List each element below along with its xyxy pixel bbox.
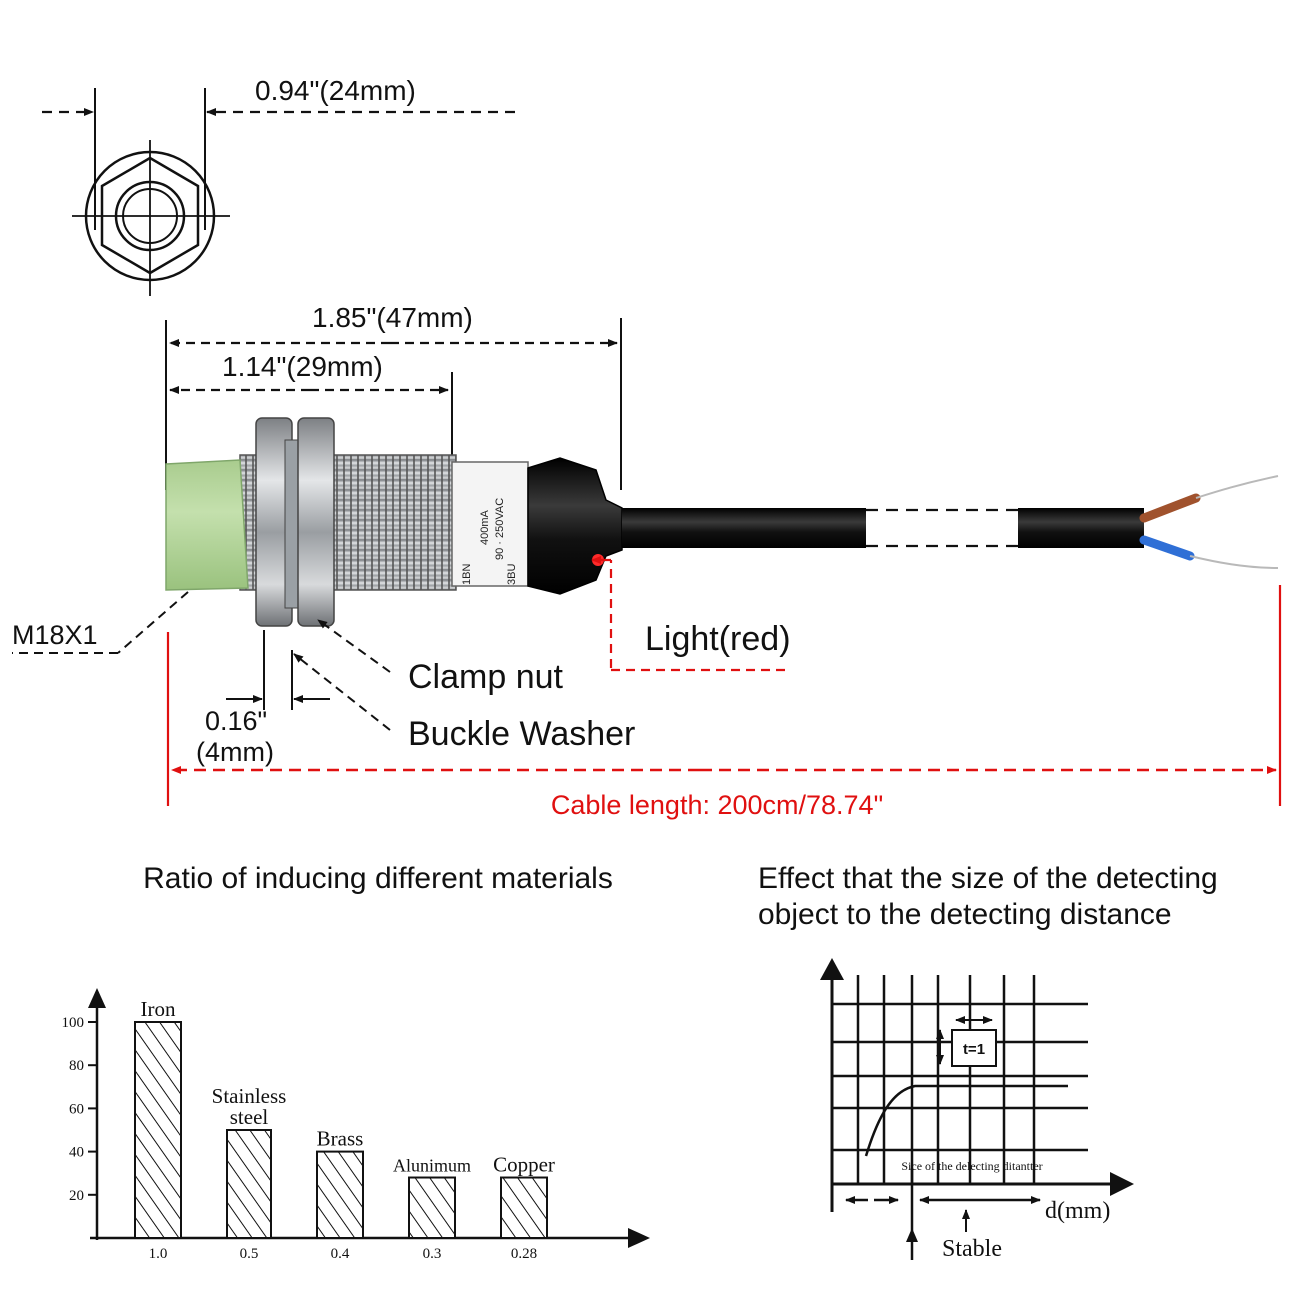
blue-wire-strands — [1189, 555, 1279, 569]
bar-chart-y-axis-arrowhead — [88, 988, 106, 1008]
distance-chart-title-line2: object to the detecting distance — [758, 898, 1172, 931]
distance-axis-label: d(mm) — [1045, 1198, 1110, 1224]
bar-chart-x-tick-label: 0.4 — [331, 1246, 350, 1262]
bar-chart-x-tick-label: 1.0 — [149, 1246, 168, 1262]
buckle-washer-leader — [293, 653, 391, 731]
cable-segment-rear — [1018, 508, 1144, 548]
pin3-marking: 3BU — [506, 564, 518, 585]
stable-marker-arrowhead — [906, 1228, 918, 1242]
callouts: M18X1 Clamp nut Buckle Washer 0.16" (4mm… — [12, 556, 791, 767]
bar-category-label: Iron — [141, 997, 176, 1021]
current-rating: 400mA — [479, 509, 491, 545]
blue-wire — [1139, 535, 1195, 561]
brown-wire — [1139, 493, 1201, 523]
hex-width-label: 0.94"(24mm) — [255, 75, 416, 106]
bar-alunimum — [408, 1176, 456, 1240]
voltage-rating: 90 · 250VAC — [494, 498, 506, 560]
bar-category-label: steel — [230, 1105, 269, 1129]
clamp-nut-rear — [297, 417, 335, 627]
pin1-marking: 1BN — [461, 564, 473, 585]
distance-chart-y-axis-arrowhead — [820, 958, 844, 980]
bar-chart-x-axis-arrowhead — [628, 1228, 650, 1248]
bar-chart-x-tick-label: 0.5 — [240, 1246, 259, 1262]
sensor-body: 400mA 90 · 250VAC 1BN 3BU — [165, 417, 623, 627]
distance-curve — [864, 1084, 1068, 1157]
cable-length-label: Cable length: 200cm/78.74" — [551, 790, 883, 820]
bar-category-label: Copper — [493, 1153, 555, 1177]
bar-brass — [316, 1150, 364, 1239]
detecting-size-label: Sice of the delecting ditantter — [901, 1159, 1042, 1173]
bar-category-label: Alunimum — [393, 1156, 471, 1176]
material-ratio-chart: Ratio of inducing different materials 20… — [62, 862, 650, 1262]
end-view: 0.94"(24mm) — [42, 75, 515, 296]
bar-iron — [134, 1021, 182, 1239]
side-view-dimensions: 1.85"(47mm) 1.14"(29mm) — [165, 302, 622, 490]
cable-length-dimension: Cable length: 200cm/78.74" — [166, 585, 1282, 820]
bar-copper — [500, 1176, 548, 1240]
brown-wire-strands — [1195, 475, 1279, 499]
cable — [622, 475, 1279, 569]
bar-chart-x-tick-label: 0.28 — [511, 1246, 537, 1262]
bar-category-label: Brass — [317, 1127, 364, 1151]
rear-cap — [527, 457, 623, 595]
nut-thickness-mm-label: (4mm) — [196, 737, 274, 767]
bar-chart-y-tick-label: 80 — [69, 1058, 84, 1074]
sensing-face — [165, 459, 249, 591]
thread-length-label: 1.14"(29mm) — [222, 351, 383, 382]
light-label: Light(red) — [645, 620, 791, 658]
detecting-distance-chart: Effect that the size of the detecting ob… — [758, 862, 1218, 1262]
clamp-nut-label: Clamp nut — [408, 658, 564, 696]
bar-stainless-steel — [226, 1129, 272, 1239]
unit-box — [951, 1029, 997, 1067]
bar-category-label: Stainless — [212, 1084, 287, 1108]
bar-chart-x-tick-label: 0.3 — [423, 1246, 442, 1262]
distance-chart-title-line1: Effect that the size of the detecting — [758, 862, 1218, 895]
clamp-nut-leader — [317, 619, 391, 673]
total-length-label: 1.85"(47mm) — [312, 302, 473, 333]
distance-chart-x-axis-arrowhead — [1110, 1172, 1134, 1196]
buckle-washer — [284, 439, 300, 609]
material-chart-title: Ratio of inducing different materials — [143, 862, 613, 895]
thread-spec-leader — [117, 591, 189, 654]
bar-chart-y-tick-label: 60 — [69, 1101, 84, 1117]
thread-spec-label: M18X1 — [12, 620, 98, 650]
cable-segment-front — [622, 508, 866, 548]
stable-label: Stable — [942, 1236, 1002, 1262]
buckle-washer-label: Buckle Washer — [408, 715, 635, 753]
bar-chart-y-tick-label: 100 — [62, 1015, 85, 1031]
bar-chart-y-tick-label: 20 — [69, 1188, 84, 1204]
bar-chart-y-tick-label: 40 — [69, 1145, 84, 1161]
nut-thickness-in-label: 0.16" — [205, 706, 267, 736]
unit-box-label: t=1 — [963, 1041, 985, 1058]
